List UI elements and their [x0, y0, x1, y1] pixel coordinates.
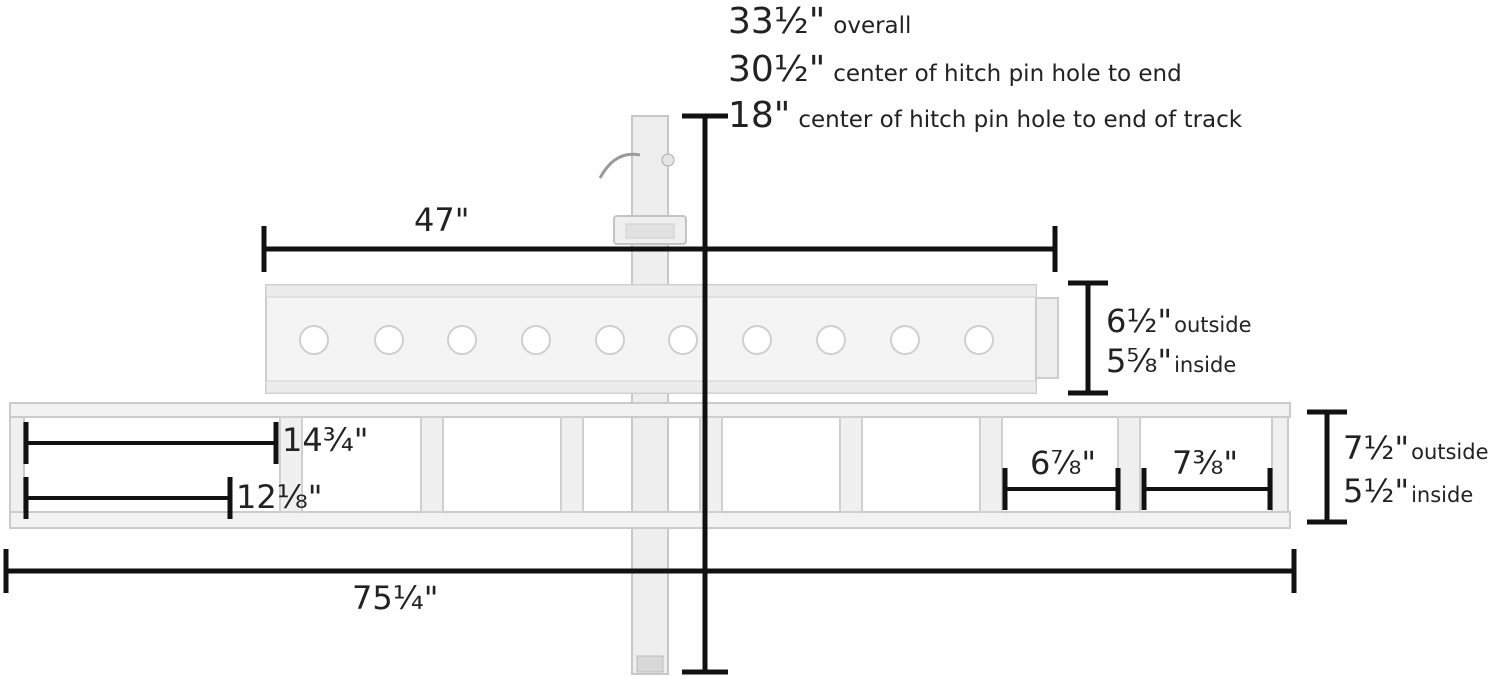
cross-members	[279, 416, 1141, 513]
total-width-label: 75¼"	[352, 579, 439, 617]
hitch-pin	[598, 152, 641, 179]
ramp-outside-value: 6½"	[1106, 302, 1173, 340]
track-frame	[9, 402, 1291, 529]
overall-desc: overall	[833, 13, 912, 39]
track-inside-text: inside	[1411, 483, 1474, 507]
pin-to-end-desc: center of hitch pin hole to end	[833, 61, 1182, 87]
left-lower-label: 12⅛"	[236, 478, 323, 516]
overall-dim-row: 33½" overall	[728, 4, 911, 40]
track-inside-value: 5½"	[1343, 472, 1410, 510]
pin-to-end-value: 30½"	[728, 49, 826, 90]
tray-width-label: 47"	[414, 201, 470, 239]
ramp-inside-label: 5⅝"inside	[1106, 345, 1236, 377]
ramp-inside-value: 5⅝"	[1106, 342, 1173, 380]
total-width-dimension	[3, 549, 1297, 593]
track-height-dimension	[1307, 409, 1347, 525]
ramp-height-dimension	[1068, 280, 1108, 396]
left-lower-dimension	[23, 477, 233, 519]
left-upper-label: 14¾"	[282, 421, 369, 459]
right-inner-dimension	[1002, 468, 1121, 510]
pin-to-track-dim-row: 18" center of hitch pin hole to end of tr…	[728, 98, 1242, 134]
ramp-inside-text: inside	[1174, 353, 1237, 377]
pin-to-track-value: 18"	[728, 95, 791, 136]
ramp-outside-text: outside	[1174, 313, 1252, 337]
ramp-outside-label: 6½"outside	[1106, 305, 1252, 337]
pin-to-track-desc: center of hitch pin hole to end of track	[798, 107, 1243, 133]
ramp-holes	[299, 325, 994, 355]
right-inner-label: 6⅞"	[1030, 444, 1097, 482]
track-outside-text: outside	[1411, 440, 1489, 464]
pin-to-end-dim-row: 30½" center of hitch pin hole to end	[728, 52, 1182, 88]
ramp-plate	[265, 284, 1059, 394]
right-outer-label: 7⅜"	[1172, 444, 1239, 482]
track-inside-label: 5½"inside	[1343, 475, 1473, 507]
left-upper-dimension	[23, 422, 279, 464]
overall-value: 33½"	[728, 1, 826, 42]
hitch-shank	[598, 115, 687, 675]
vertical-dimension-line	[682, 113, 728, 675]
track-outside-label: 7½"outside	[1343, 432, 1489, 464]
tray-width-dimension	[261, 226, 1058, 272]
right-outer-dimension	[1141, 468, 1273, 510]
track-outside-value: 7½"	[1343, 429, 1410, 467]
